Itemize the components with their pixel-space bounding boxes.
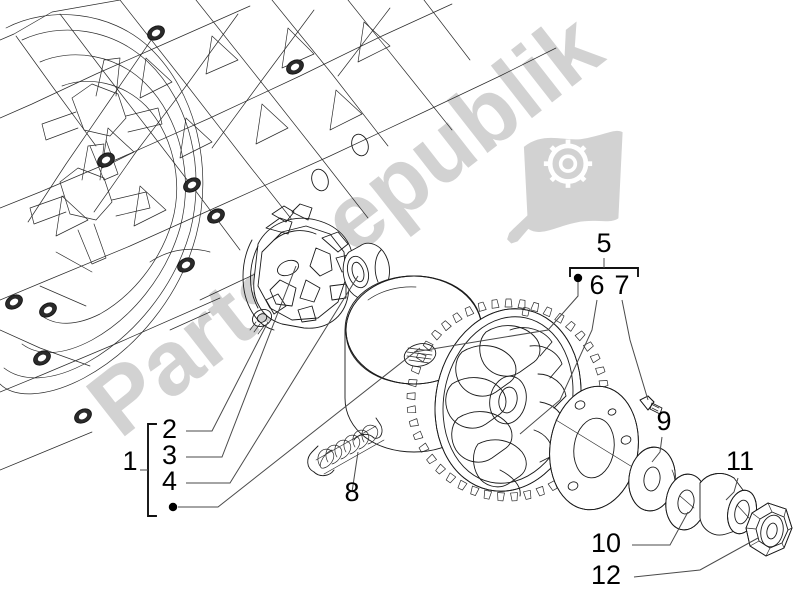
callout-label-5: 5 — [596, 228, 611, 258]
callout-labels: 1 2 3 4 5 6 7 8 9 10 11 12 — [122, 228, 754, 590]
roller-ramp-plate — [242, 203, 357, 335]
backing-plate — [549, 385, 639, 511]
callout-label-11: 11 — [726, 446, 754, 476]
callout-label-7: 7 — [614, 270, 629, 300]
leader-lines — [178, 265, 759, 578]
callout-label-8: 8 — [344, 477, 359, 507]
flag-with-gear-logo — [507, 130, 623, 244]
cooling-fan-blades — [445, 325, 567, 497]
callout-label-2: 2 — [162, 414, 177, 444]
callout-label-9: 9 — [656, 406, 671, 436]
callout-label-10: 10 — [591, 528, 621, 558]
callout-label-6: 6 — [589, 270, 604, 300]
group-1-bullet — [168, 502, 178, 512]
group-5-bullet — [573, 273, 583, 283]
engine-crankcase — [0, 0, 557, 471]
callout-label-1: 1 — [122, 446, 137, 476]
callout-label-3: 3 — [162, 440, 177, 470]
callout-label-4: 4 — [162, 466, 177, 496]
contrast-spring — [307, 417, 385, 477]
bullet-markers — [168, 273, 583, 512]
retaining-screw — [639, 395, 663, 415]
crankcase-bolt-holes — [5, 25, 369, 424]
callout-label-12: 12 — [591, 560, 621, 590]
hex-flange-nut — [745, 502, 793, 557]
outer-washer — [628, 446, 676, 512]
callout-brackets — [140, 258, 639, 517]
